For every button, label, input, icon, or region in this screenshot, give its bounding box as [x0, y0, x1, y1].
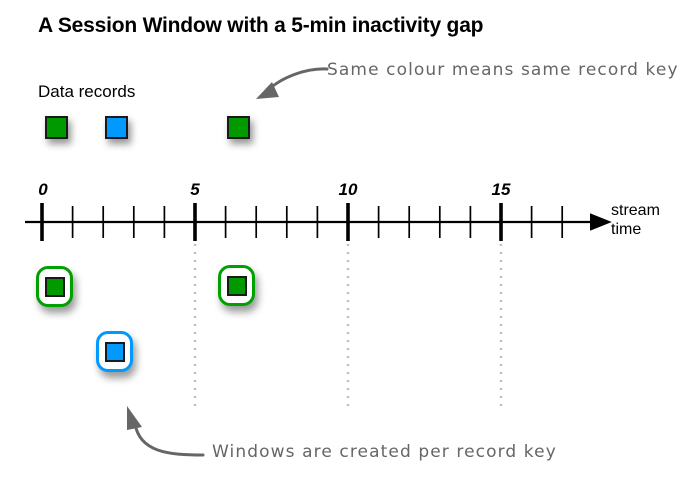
window-record-square-green-2 [226, 275, 247, 296]
axis-tick-label-10: 10 [338, 180, 358, 199]
data-record-green-1 [45, 116, 68, 139]
data-record-green-2 [227, 116, 250, 139]
window-record-square-blue-1 [104, 341, 125, 362]
annotation-same-colour: Same colour means same record key [327, 60, 679, 80]
window-record-square-green-1 [44, 276, 65, 297]
axis-title: stream time [611, 201, 679, 239]
annotation-arrow-bottom [127, 406, 205, 457]
axis-minor-ticks [71, 206, 564, 238]
annotation-arrow-top [256, 67, 329, 99]
session-window-green-2 [218, 265, 255, 306]
data-records-label: Data records [38, 82, 136, 101]
session-window-green-1 [36, 266, 73, 307]
axis-tick-label-5: 5 [190, 180, 200, 199]
axis-tick-label-0: 0 [38, 180, 48, 199]
data-record-blue-1 [105, 116, 128, 139]
axis-tick-label-15: 15 [491, 180, 511, 199]
session-window-blue-1 [96, 331, 133, 372]
axis-title-line-1: stream [611, 202, 660, 219]
annotation-windows-per-key: Windows are created per record key [212, 442, 557, 462]
axis-title-line-2: time [611, 221, 642, 238]
axis-major-ticks [40, 203, 503, 241]
page-title: A Session Window with a 5-min inactivity… [38, 14, 484, 37]
